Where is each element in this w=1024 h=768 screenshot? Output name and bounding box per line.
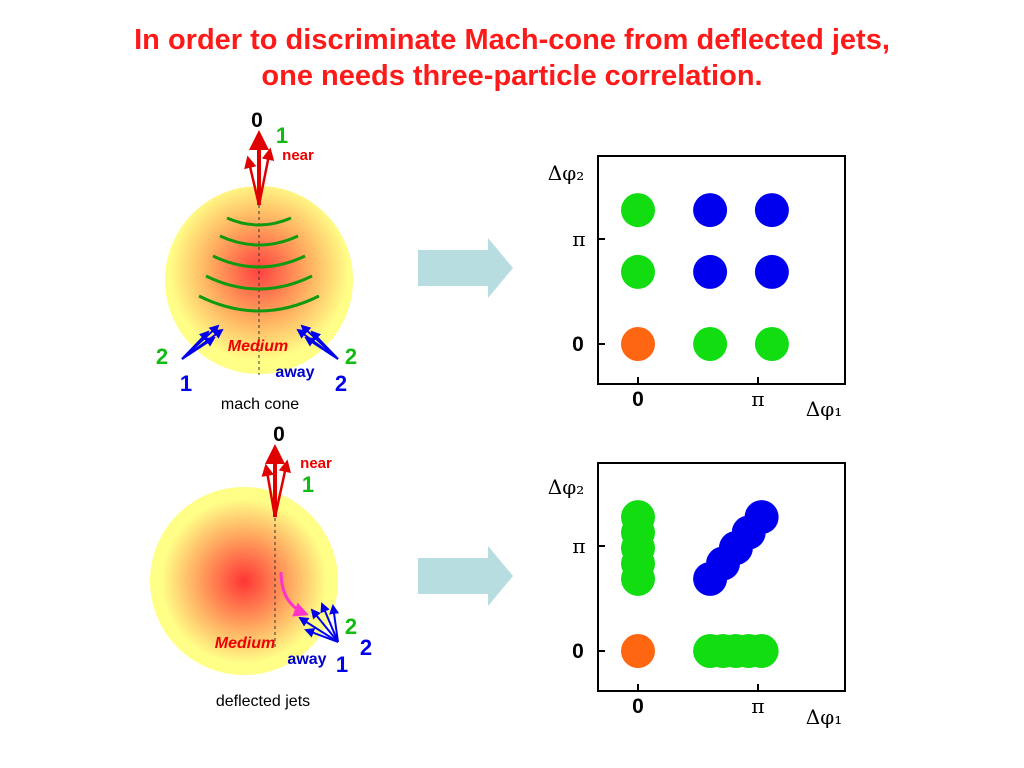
y-tick-label-pi: π (572, 227, 585, 251)
x-tick-label-pi: π (751, 694, 764, 718)
title-line-2: one needs three-particle correlation. (261, 60, 763, 92)
transition-arrow-bottom (418, 546, 513, 606)
data-point-green-5 (744, 634, 779, 668)
deflected-jets-near-arrows (261, 444, 291, 518)
x-axis-label: Δφ₁ (806, 705, 842, 729)
y-tick-label-0: 0 (572, 640, 584, 663)
deflected-jets-away-label: away (287, 651, 326, 668)
plot-points (621, 193, 789, 361)
x-axis-label: Δφ₁ (806, 397, 842, 421)
correlation-plot-deflected-jets: 0 π 0 π Δφ₂ Δφ₁ (548, 462, 846, 729)
title-line-1: In order to discriminate Mach-cone from … (134, 24, 890, 56)
data-point-green-1 (693, 327, 728, 361)
mach-cone-near-label: near (282, 147, 314, 164)
deflected-jets-label-blue-2: 2 (360, 635, 372, 660)
mach-cone-away-label: away (275, 364, 314, 381)
mach-cone-left-label-1: 1 (180, 371, 192, 396)
deflected-jets-diagram: 0 near 1 Medium away 2 2 1 deflected jet… (150, 423, 372, 710)
mach-cone-shock-waves (198, 216, 320, 313)
mach-cone-left-label-2: 2 (156, 344, 168, 369)
y-tick-label-0: 0 (572, 333, 584, 356)
x-tick-label-0: 0 (632, 388, 644, 411)
mach-cone-away-left-arrows (181, 324, 224, 360)
mach-cone-caption: mach cone (221, 396, 299, 413)
slide-title: In order to discriminate Mach-cone from … (0, 22, 1024, 94)
correlation-plot-mach-cone: 0 π 0 π Δφ₂ Δφ₁ (548, 155, 846, 421)
deflected-jets-medium-label: Medium (215, 635, 275, 652)
data-point-blue-6 (754, 254, 789, 289)
mach-cone-right-label-blue: 2 (335, 371, 347, 396)
data-point-blue-15 (744, 500, 779, 535)
data-point-blue-7 (693, 193, 728, 228)
y-axis-label: Δφ₂ (548, 161, 584, 185)
plot-points (621, 500, 779, 668)
data-point-orange-0 (621, 327, 655, 361)
transition-arrow-top (418, 238, 513, 298)
x-tick-label-pi: π (751, 387, 764, 411)
data-point-green-10 (621, 500, 655, 535)
mach-cone-right-label-green: 2 (345, 344, 357, 369)
x-tick-label-0: 0 (632, 695, 644, 718)
deflected-jets-label-blue-1: 1 (336, 652, 348, 677)
mach-cone-near-index: 1 (276, 123, 288, 148)
mach-cone-medium-label: Medium (228, 338, 288, 355)
deflected-jets-label-green-2: 2 (345, 614, 357, 639)
mach-cone-diagram: 0 1 near Medium away 2 1 2 2 mach cone (156, 109, 357, 413)
mach-cone-zero-label: 0 (251, 109, 263, 132)
y-tick-label-pi: π (572, 534, 585, 558)
y-axis-label: Δφ₂ (548, 475, 584, 499)
data-point-green-4 (621, 193, 655, 228)
data-point-orange-0 (621, 634, 655, 668)
mach-cone-near-arrows (244, 130, 275, 206)
mach-cone-away-right-arrows (296, 324, 339, 360)
deflected-jets-away-arrows (298, 602, 340, 643)
data-point-blue-5 (693, 254, 728, 289)
deflected-jets-medium-sphere (150, 487, 338, 675)
deflected-jets-near-index: 1 (302, 472, 314, 497)
data-point-blue-8 (754, 193, 789, 228)
deflected-jets-zero-label: 0 (273, 423, 285, 446)
deflection-curve-arrow (279, 571, 309, 617)
data-point-green-3 (621, 254, 655, 289)
data-point-green-2 (754, 327, 789, 361)
deflected-jets-near-label: near (300, 455, 332, 472)
deflected-jets-caption: deflected jets (216, 693, 310, 710)
